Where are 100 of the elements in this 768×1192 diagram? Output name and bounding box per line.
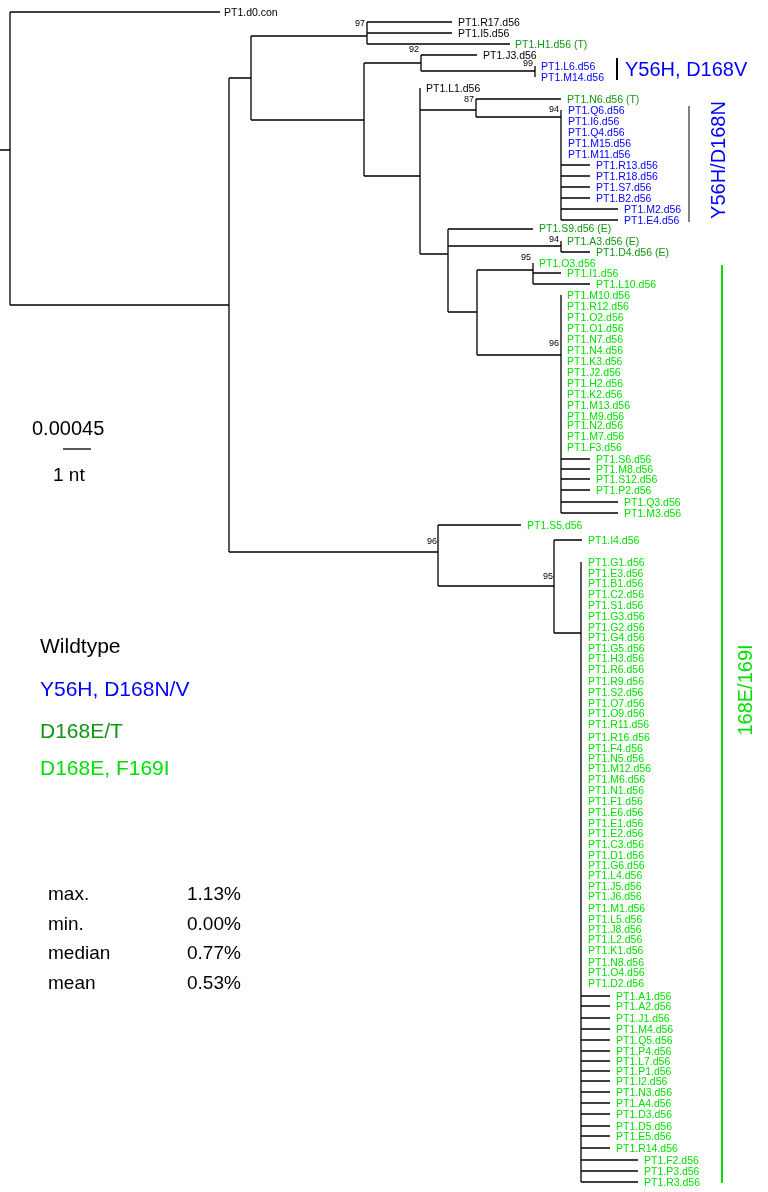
bootstrap-value: 92 bbox=[409, 45, 419, 54]
scale-value: 0.00045 bbox=[32, 416, 105, 440]
leaf-label: PT1.P4.d56 bbox=[616, 1046, 672, 1056]
leaf-label: PT1.M1.d56 bbox=[588, 903, 646, 913]
clade-label: Y56H, D168V bbox=[625, 58, 748, 80]
leaf-label: PT1.K3.d56 bbox=[567, 356, 623, 366]
clade-label: Y56H/D168N bbox=[707, 101, 729, 219]
leaf-label: PT1.N2.d56 bbox=[567, 420, 624, 430]
leaf-label: PT1.O3.d56 bbox=[539, 258, 596, 268]
leaf-label: PT1.H2.d56 bbox=[567, 378, 624, 388]
leaf-label: PT1.M14.d56 bbox=[541, 72, 605, 82]
statistic-text: 0.53% bbox=[187, 971, 241, 995]
leaf-label: PT1.M9.d56 bbox=[567, 411, 625, 421]
leaf-label: PT1.N3.d56 bbox=[616, 1087, 673, 1097]
bootstrap-value: 99 bbox=[523, 59, 533, 68]
leaf-label: PT1.C2.d56 bbox=[588, 589, 645, 599]
leaf-label: PT1.I4.d56 bbox=[588, 535, 640, 545]
leaf-label: PT1.M13.d56 bbox=[567, 400, 631, 410]
statistic-text: min. bbox=[48, 912, 84, 936]
leaf-label: PT1.Q3.d56 bbox=[624, 497, 681, 507]
leaf-label: PT1.R16.d56 bbox=[588, 732, 650, 742]
leaf-label: PT1.G1.d56 bbox=[588, 557, 645, 567]
leaf-label: PT1.M7.d56 bbox=[567, 431, 625, 441]
leaf-label: PT1.K1.d56 bbox=[588, 945, 644, 955]
statistic-text: 0.00% bbox=[187, 912, 241, 936]
leaf-label: PT1.S7.d56 bbox=[596, 182, 652, 192]
leaf-label: PT1.P2.d56 bbox=[596, 485, 652, 495]
leaf-label: PT1.M15.d56 bbox=[568, 138, 632, 148]
leaf-label: PT1.L7.d56 bbox=[616, 1056, 671, 1066]
leaf-label: PT1.D4.d56 (E) bbox=[596, 247, 669, 257]
leaf-label: PT1.S2.d56 bbox=[588, 687, 644, 697]
bootstrap-value: 95 bbox=[521, 253, 531, 262]
leaf-label: PT1.R17.d56 bbox=[458, 17, 520, 27]
bootstrap-value: 87 bbox=[464, 95, 474, 104]
legend-entry: Wildtype bbox=[40, 633, 121, 659]
leaf-label: PT1.J5.d56 bbox=[588, 881, 642, 891]
leaf-label: PT1.E4.d56 bbox=[624, 215, 680, 225]
leaf-label: PT1.J3.d56 bbox=[483, 50, 537, 60]
leaf-label: PT1.E2.d56 bbox=[588, 828, 644, 838]
statistic-text: 1.13% bbox=[187, 882, 241, 906]
leaf-label: PT1.M4.d56 bbox=[616, 1024, 674, 1034]
leaf-label: PT1.d0.con bbox=[224, 7, 278, 17]
leaf-label: PT1.Q5.d56 bbox=[616, 1035, 673, 1045]
leaf-label: PT1.R13.d56 bbox=[596, 160, 658, 170]
leaf-label: PT1.G5.d56 bbox=[588, 643, 645, 653]
leaf-label: PT1.N4.d56 bbox=[567, 345, 624, 355]
leaf-label: PT1.O4.d56 bbox=[588, 967, 645, 977]
statistic-text: 0.77% bbox=[187, 941, 241, 965]
leaf-label: PT1.G2.d56 bbox=[588, 622, 645, 632]
bootstrap-value: 97 bbox=[355, 19, 365, 28]
leaf-label: PT1.J8.d56 bbox=[588, 924, 642, 934]
leaf-label: PT1.K2.d56 bbox=[567, 389, 623, 399]
leaf-label: PT1.S9.d56 (E) bbox=[539, 223, 612, 233]
bootstrap-value: 94 bbox=[549, 235, 559, 244]
leaf-label: PT1.L2.d56 bbox=[588, 934, 643, 944]
statistic-text: median bbox=[48, 941, 111, 965]
leaf-label: PT1.O9.d56 bbox=[588, 708, 645, 718]
leaf-label: PT1.N1.d56 bbox=[588, 785, 645, 795]
leaf-label: PT1.B1.d56 bbox=[588, 578, 644, 588]
bootstrap-value: 95 bbox=[543, 572, 553, 581]
leaf-label: PT1.E5.d56 bbox=[616, 1131, 672, 1141]
leaf-label: PT1.L10.d56 bbox=[596, 279, 657, 289]
leaf-label: PT1.L5.d56 bbox=[588, 914, 643, 924]
leaf-label: PT1.G4.d56 bbox=[588, 632, 645, 642]
legend-entry: D168E, F169I bbox=[40, 755, 170, 781]
leaf-label: PT1.R18.d56 bbox=[596, 171, 658, 181]
leaf-label: PT1.J1.d56 bbox=[616, 1013, 670, 1023]
leaf-label: PT1.M10.d56 bbox=[567, 290, 631, 300]
leaf-label: PT1.G3.d56 bbox=[588, 611, 645, 621]
leaf-label: PT1.O2.d56 bbox=[567, 312, 624, 322]
leaf-label: PT1.L4.d56 bbox=[588, 870, 643, 880]
leaf-label: PT1.A2.d56 bbox=[616, 1001, 672, 1011]
leaf-label: PT1.R14.d56 bbox=[616, 1143, 678, 1153]
leaf-label: PT1.R6.d56 bbox=[588, 664, 645, 674]
leaf-label: PT1.S1.d56 bbox=[588, 600, 644, 610]
leaf-label: PT1.F4.d56 bbox=[588, 743, 643, 753]
leaf-label: PT1.A1.d56 bbox=[616, 991, 672, 1001]
leaf-label: PT1.S12.d56 bbox=[596, 474, 658, 484]
leaf-label: PT1.G6.d56 bbox=[588, 860, 645, 870]
legend-entry: D168E/T bbox=[40, 718, 123, 744]
leaf-label: PT1.H1.d56 (T) bbox=[515, 39, 588, 49]
leaf-label: PT1.O1.d56 bbox=[567, 323, 624, 333]
leaf-label: PT1.D3.d56 bbox=[616, 1109, 673, 1119]
leaf-label: PT1.J2.d56 bbox=[567, 367, 621, 377]
leaf-label: PT1.F2.d56 bbox=[644, 1155, 699, 1165]
leaf-label: PT1.I6.d56 bbox=[568, 116, 620, 126]
leaf-label: PT1.E6.d56 bbox=[588, 807, 644, 817]
leaf-label: PT1.R12.d56 bbox=[567, 301, 629, 311]
scale-unit: 1 nt bbox=[53, 463, 85, 487]
leaf-label: PT1.N5.d56 bbox=[588, 753, 645, 763]
leaf-label: PT1.N6.d56 (T) bbox=[567, 94, 640, 104]
bootstrap-value: 96 bbox=[549, 339, 559, 348]
leaf-label: PT1.I5.d56 bbox=[458, 28, 510, 38]
leaf-label: PT1.L6.d56 bbox=[541, 61, 596, 71]
legend-entry: Y56H, D168N/V bbox=[40, 676, 190, 702]
bootstrap-value: 96 bbox=[427, 537, 437, 546]
leaf-label: PT1.J6.d56 bbox=[588, 891, 642, 901]
leaf-label: PT1.P1.d56 bbox=[616, 1066, 672, 1076]
leaf-label: PT1.M8.d56 bbox=[596, 464, 654, 474]
leaf-label: PT1.H3.d56 bbox=[588, 653, 645, 663]
